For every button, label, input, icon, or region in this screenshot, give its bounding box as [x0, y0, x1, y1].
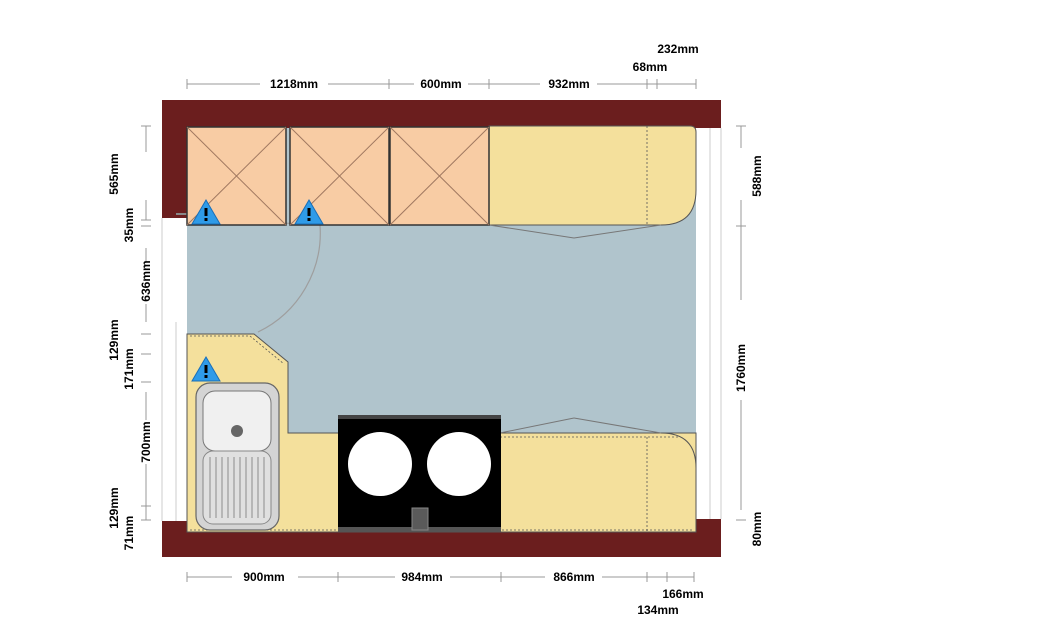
wall-cabinets	[186, 126, 490, 226]
dim-bottom-1: 900mm	[243, 570, 284, 584]
dim-bottom-2: 984mm	[401, 570, 442, 584]
dim-bottom-3: 866mm	[553, 570, 594, 584]
dim-left-2: 35mm	[122, 208, 136, 243]
dim-right-1: 588mm	[750, 155, 764, 196]
dim-left-1: 565mm	[107, 153, 121, 194]
wall-left-upper	[162, 100, 187, 218]
opening-left-door	[162, 218, 187, 322]
wall-cabinet-3	[389, 126, 490, 226]
door-swing-icon	[176, 213, 321, 333]
dim-top-3: 932mm	[548, 77, 589, 91]
wall-top	[162, 100, 721, 128]
dim-right-2: 1760mm	[734, 344, 748, 392]
dim-left-5: 171mm	[122, 348, 136, 389]
openings	[161, 128, 722, 521]
opening-left-window	[162, 322, 187, 521]
dim-left-7: 129mm	[107, 487, 121, 528]
sink-icon	[195, 382, 280, 531]
dim-top-4: 68mm	[633, 60, 668, 74]
dim-left-6: 700mm	[139, 421, 153, 462]
dim-left-8: 71mm	[122, 516, 136, 551]
wall-left-lower	[162, 521, 187, 557]
dim-bottom-4: 134mm	[637, 603, 678, 617]
dim-left-4: 129mm	[107, 319, 121, 360]
wall-right-upper	[696, 100, 721, 128]
dim-top-1: 1218mm	[270, 77, 318, 91]
dimension-lines	[141, 79, 746, 582]
dim-top-2: 600mm	[420, 77, 461, 91]
hob-icon	[338, 415, 501, 532]
dim-right-3: 80mm	[750, 512, 764, 547]
opening-right	[696, 128, 721, 519]
dim-left-3: 636mm	[139, 260, 153, 301]
wall-right-lower	[696, 519, 721, 557]
dim-top-5: 232mm	[657, 42, 698, 56]
dim-bottom-5: 166mm	[662, 587, 703, 601]
worktop-top-right	[488, 125, 697, 226]
